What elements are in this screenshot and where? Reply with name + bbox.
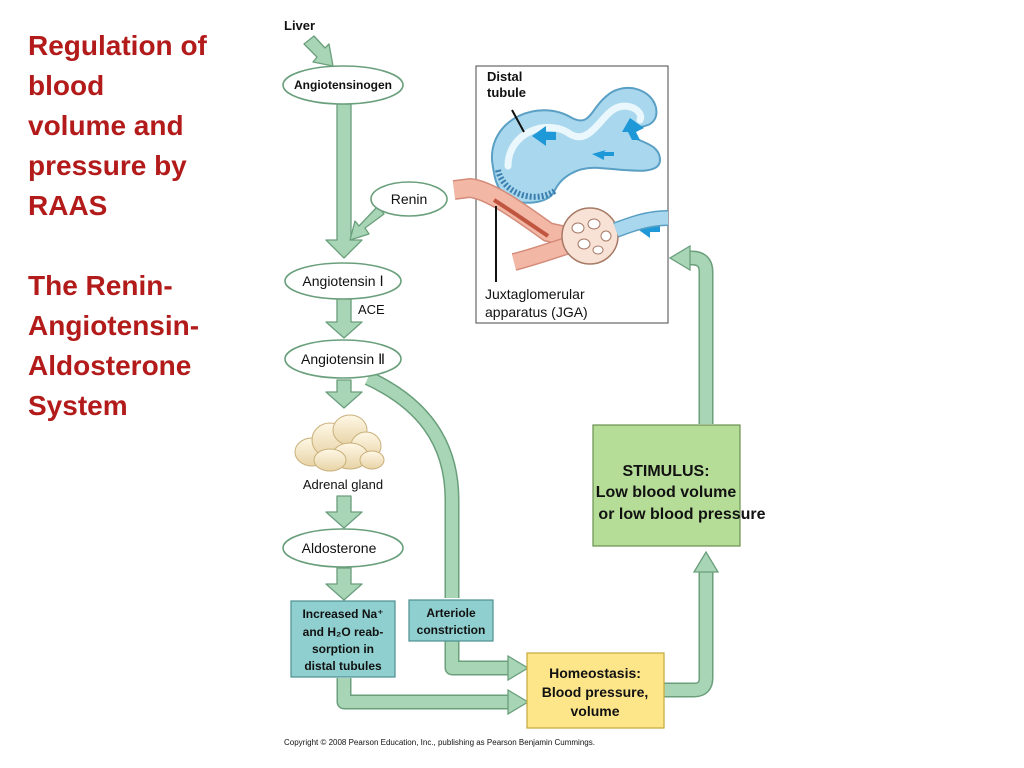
arteriole-line: constriction [417,623,486,637]
arrow-liver-angiotensinogen [303,35,334,67]
arrow-angiotensin2-adrenal [325,379,363,409]
subtitle-line: Aldosterone [28,350,192,381]
aldosterone-node [282,528,404,568]
arrow-homeostasis-stimulus [664,570,714,698]
subtitle-line: Angiotensin- [28,310,200,341]
title-line: Regulation of [28,30,207,61]
title-line: volume and [28,110,184,141]
reabsorption-box [290,600,396,678]
subtitle-line: The Renin- [28,270,173,301]
homeostasis-line: Homeostasis: [549,665,641,681]
aldosterone-label: Aldosterone [302,540,377,556]
arteriole-line: Arteriole [426,606,476,620]
title-line: pressure by [28,150,187,181]
slide-title: Regulation of blood volume and pressure … [28,26,263,426]
reabsorption-line: Increased Na⁺ [302,607,383,621]
angiotensin2-label: Angiotensin Ⅱ [301,351,385,367]
liver-label: Liver [284,18,315,33]
angiotensinogen-node [282,65,404,105]
title-line: RAAS [28,190,108,221]
homeostasis-line: Blood pressure, [542,684,649,700]
renin-label: Renin [391,191,428,207]
arrow-angiotensinogen-angiotensin1 [325,103,363,259]
reabsorption-line: distal tubules [304,659,382,673]
copyright-text: Copyright © 2008 Pearson Education, Inc.… [284,738,595,747]
adrenal-gland-illustration [294,414,385,472]
arrow-renin-angiotensin1 [349,205,385,241]
homeostasis-box [526,652,665,729]
distal-tubule-label: tubule [487,85,526,100]
title-line: blood [28,70,105,101]
jga-label: Juxtaglomerular [485,286,585,302]
stimulus-box [592,424,741,547]
adrenal-gland-label: Adrenal gland [303,477,383,492]
arrow-adrenal-aldosterone [325,495,363,529]
stimulus-line: or low blood pressure [598,506,765,523]
subtitle-line: System [28,390,128,421]
angiotensin1-node [284,262,402,300]
stimulus-line: Low blood volume [596,484,737,501]
distal-tubule-illustration [452,86,669,282]
ace-label: ACE [358,302,385,317]
jga-label: apparatus (JGA) [485,304,588,320]
arrow-aldosterone-reabsorption [325,567,363,601]
angiotensin2-node [284,339,402,379]
reabsorption-line: and H₂O reab- [303,625,384,639]
angiotensinogen-label: Angiotensinogen [294,78,392,92]
arrow-angiotensin1-angiotensin2 [325,295,363,339]
reabsorption-line: sorption in [312,642,374,656]
stimulus-line: STIMULUS: [622,463,709,480]
angiotensin1-label: Angiotensin Ⅰ [302,273,383,289]
distal-tubule-label: Distal [487,69,522,84]
arteriole-box [408,599,494,642]
homeostasis-line: volume [570,703,619,719]
renin-node [370,181,448,217]
